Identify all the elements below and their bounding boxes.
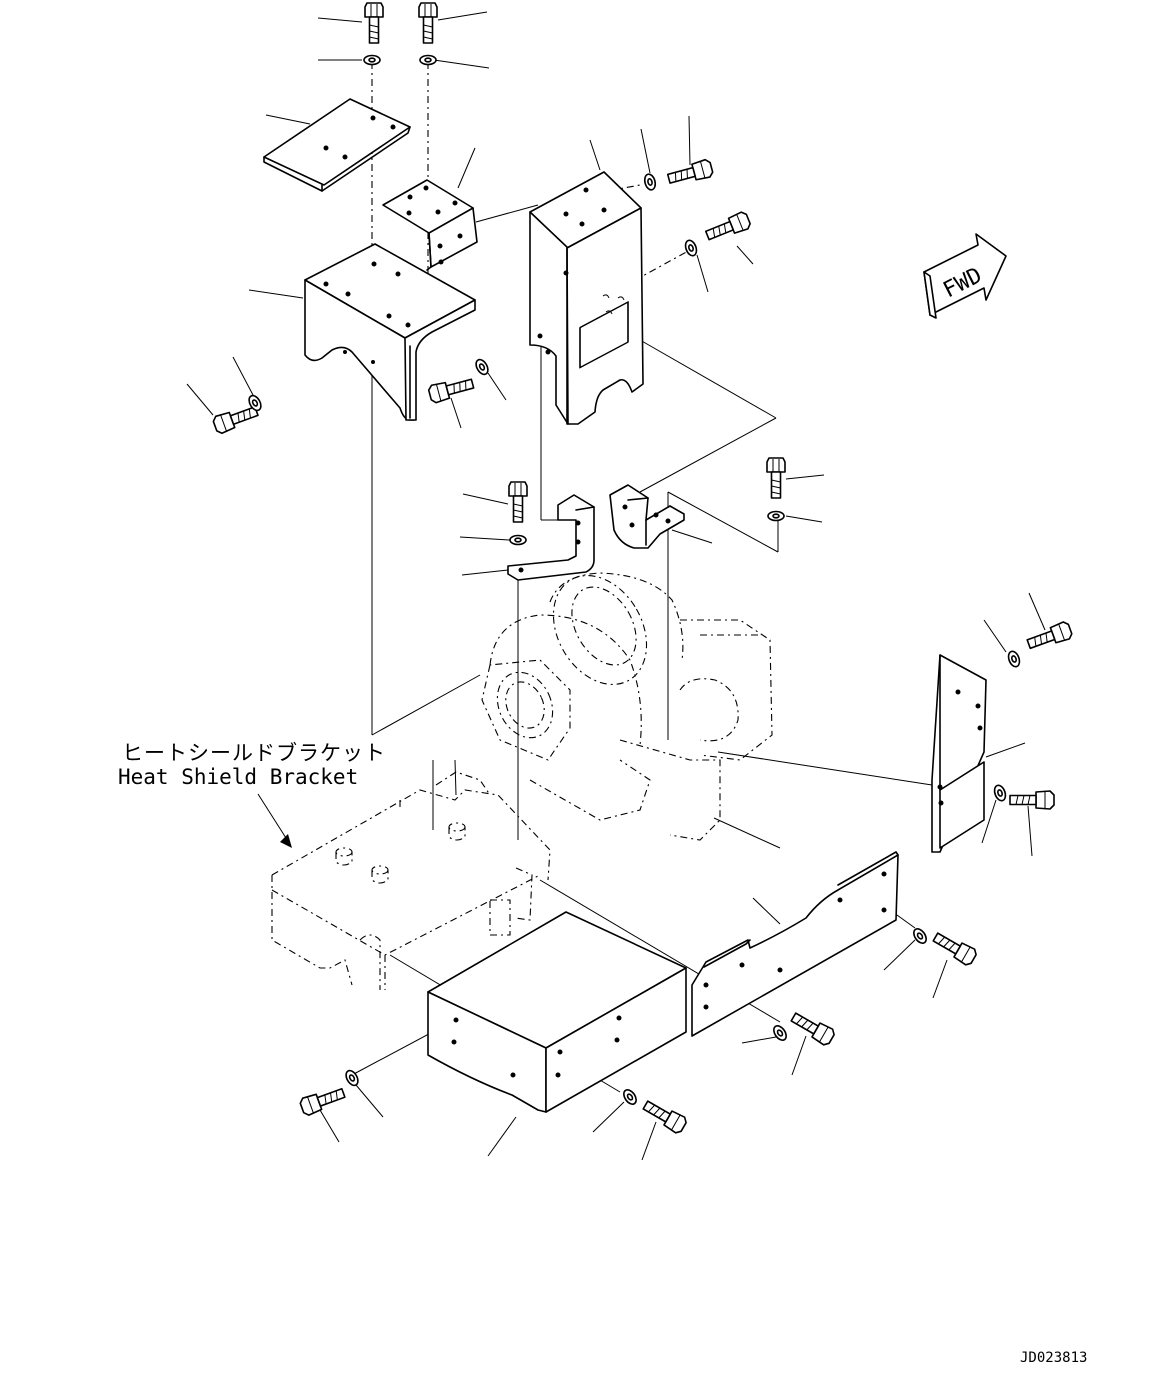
top-heat-shield-plate[interactable] [263, 98, 411, 192]
washer-icon [642, 172, 658, 192]
washer-icon [770, 1022, 790, 1044]
l-bracket-left[interactable] [507, 494, 595, 581]
bolt-icon [1009, 790, 1055, 810]
washer-icon [991, 782, 1009, 804]
bolt-icon [703, 209, 753, 245]
washer-icon [419, 54, 437, 66]
turbocharger-phantom [481, 572, 773, 841]
heat-shield-bracket-label-jp: ヒートシールドブラケット [122, 741, 386, 765]
washer-icon [682, 237, 700, 259]
small-angle-bracket[interactable] [382, 179, 478, 271]
fwd-arrow-icon: FWD [923, 233, 1007, 319]
bolt-icon [766, 457, 786, 499]
l-bracket-right[interactable] [609, 484, 685, 549]
washer-icon [767, 510, 785, 522]
left-turbo-cover[interactable] [304, 243, 476, 421]
washer-icon [509, 534, 527, 546]
heat-shield-bracket-label-en: Heat Shield Bracket [118, 765, 358, 789]
bolt-icon [640, 1096, 689, 1136]
washer-icon [910, 925, 930, 947]
right-turbo-cover[interactable] [529, 171, 644, 425]
bottom-right-shield[interactable] [691, 851, 899, 1037]
washer-icon [620, 1086, 640, 1108]
bolt-icon [930, 928, 979, 968]
drawing-number: JD023813 [1020, 1350, 1087, 1366]
bolt-icon [298, 1083, 348, 1118]
bottom-left-shield[interactable] [427, 911, 687, 1113]
leader-lines [186, 11, 1046, 1161]
bolt-icon [788, 1008, 837, 1048]
heat-shield-bracket-phantom [271, 771, 551, 990]
heat-shield-bracket-callout: ヒートシールドブラケット Heat Shield Bracket [118, 741, 386, 848]
washer-icon [363, 54, 381, 66]
bolt-icon [508, 481, 528, 523]
bolt-icon [418, 2, 438, 44]
washer-icon [1005, 648, 1023, 670]
right-side-plate[interactable] [931, 654, 987, 853]
bolt-icon [364, 2, 384, 44]
bolt-icon [1024, 619, 1074, 654]
